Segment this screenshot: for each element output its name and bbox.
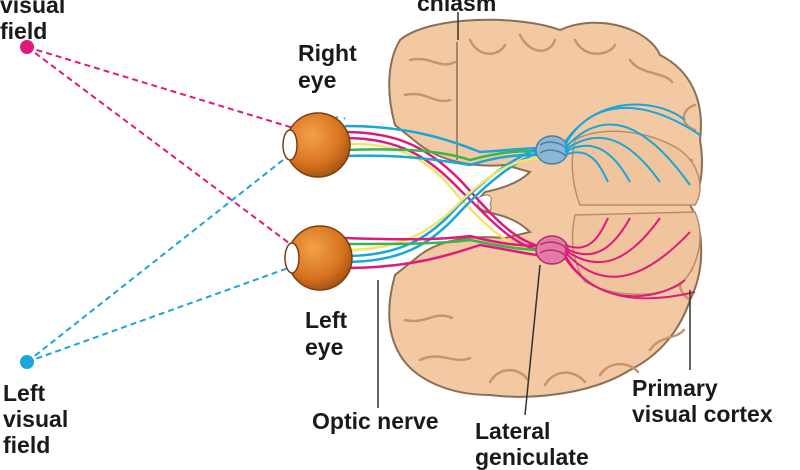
left-visual-field-dot xyxy=(20,355,34,369)
right-visual-field-label-line1: visual xyxy=(0,0,66,18)
optic-nerve-label: Optic nerve xyxy=(312,408,439,434)
occipital-region-top xyxy=(571,130,701,206)
left-field-ray-lower xyxy=(26,261,306,363)
optic-chiasm-label: chiasm xyxy=(417,0,497,16)
right-visual-field-label-line2: field xyxy=(0,18,48,44)
visual-field-rays xyxy=(26,46,351,363)
lateral-geniculate-label: Lateral geniculate xyxy=(475,418,589,470)
left-visual-field-label-line2: visual xyxy=(3,406,69,432)
primary-visual-cortex-label-line1: Primary xyxy=(632,375,718,401)
leader-lines xyxy=(377,12,691,416)
primary-visual-cortex-label-line2: visual cortex xyxy=(632,401,773,427)
right-visual-field-dot xyxy=(20,40,34,54)
left-eye-label: Left eye xyxy=(305,307,347,361)
right-eye-label-line1: Right xyxy=(298,40,357,66)
optic-pathway-fibers xyxy=(344,124,546,270)
right-visual-field-label: visual field xyxy=(0,0,65,44)
left-visual-field-label-line3: field xyxy=(3,432,51,458)
right-eye-label: Right eye xyxy=(298,40,357,94)
brain-outline xyxy=(388,18,703,398)
lateral-geniculate-label-line2: geniculate xyxy=(475,444,589,470)
right-field-ray-upper xyxy=(26,46,301,131)
left-eye-label-line2: eye xyxy=(305,334,344,360)
primary-visual-cortex-label: Primary visual cortex xyxy=(632,375,773,427)
left-eye-label-line1: Left xyxy=(305,307,348,333)
lateral-geniculate-label-line1: Lateral xyxy=(475,418,551,444)
right-field-ray-lower xyxy=(26,46,306,256)
optic-radiations xyxy=(564,103,701,300)
right-eye-label-line2: eye xyxy=(298,67,337,93)
brain-section xyxy=(388,18,703,398)
left-visual-field-label: Left visual field xyxy=(3,380,68,458)
visual-pathway-diagram xyxy=(20,12,703,416)
right-eye xyxy=(282,112,351,178)
left-visual-field-label-line1: Left xyxy=(3,380,46,406)
left-eye xyxy=(284,225,353,291)
